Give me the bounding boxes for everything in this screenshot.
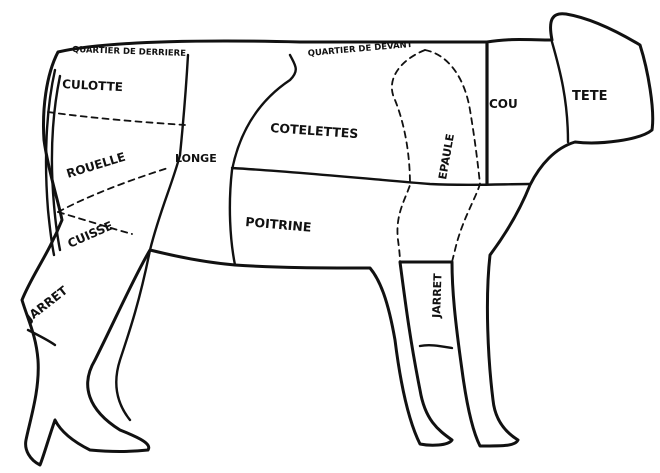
epaule-outline [392, 50, 425, 262]
label-epaule: EPAULE [436, 133, 457, 181]
label-jarret-avant: JARRET [430, 273, 445, 319]
front-jarret-divider [420, 345, 452, 348]
culotte-rouelle-divider [48, 112, 185, 125]
label-cotelettes: COTELETTES [270, 120, 359, 141]
label-cuisse: CUISSE [66, 218, 116, 250]
label-cou: COU [489, 97, 518, 111]
label-quartier-derriere: QUARTIER DE DERRIERE [72, 45, 186, 59]
hind-leg-hock-line [28, 330, 55, 345]
tete-boundary [552, 42, 568, 142]
label-longe: LONGE [175, 152, 217, 165]
label-rouelle: ROUELLE [65, 150, 127, 181]
label-jarret-arriere: JARRET [22, 283, 70, 325]
label-poitrine: POITRINE [245, 214, 312, 235]
hind-leg-inner-line [116, 250, 150, 420]
label-culotte: CULOTTE [62, 77, 123, 94]
cotelettes-boundary [230, 55, 296, 265]
label-tete: TETE [572, 89, 608, 104]
poitrine-boundary [232, 168, 530, 185]
